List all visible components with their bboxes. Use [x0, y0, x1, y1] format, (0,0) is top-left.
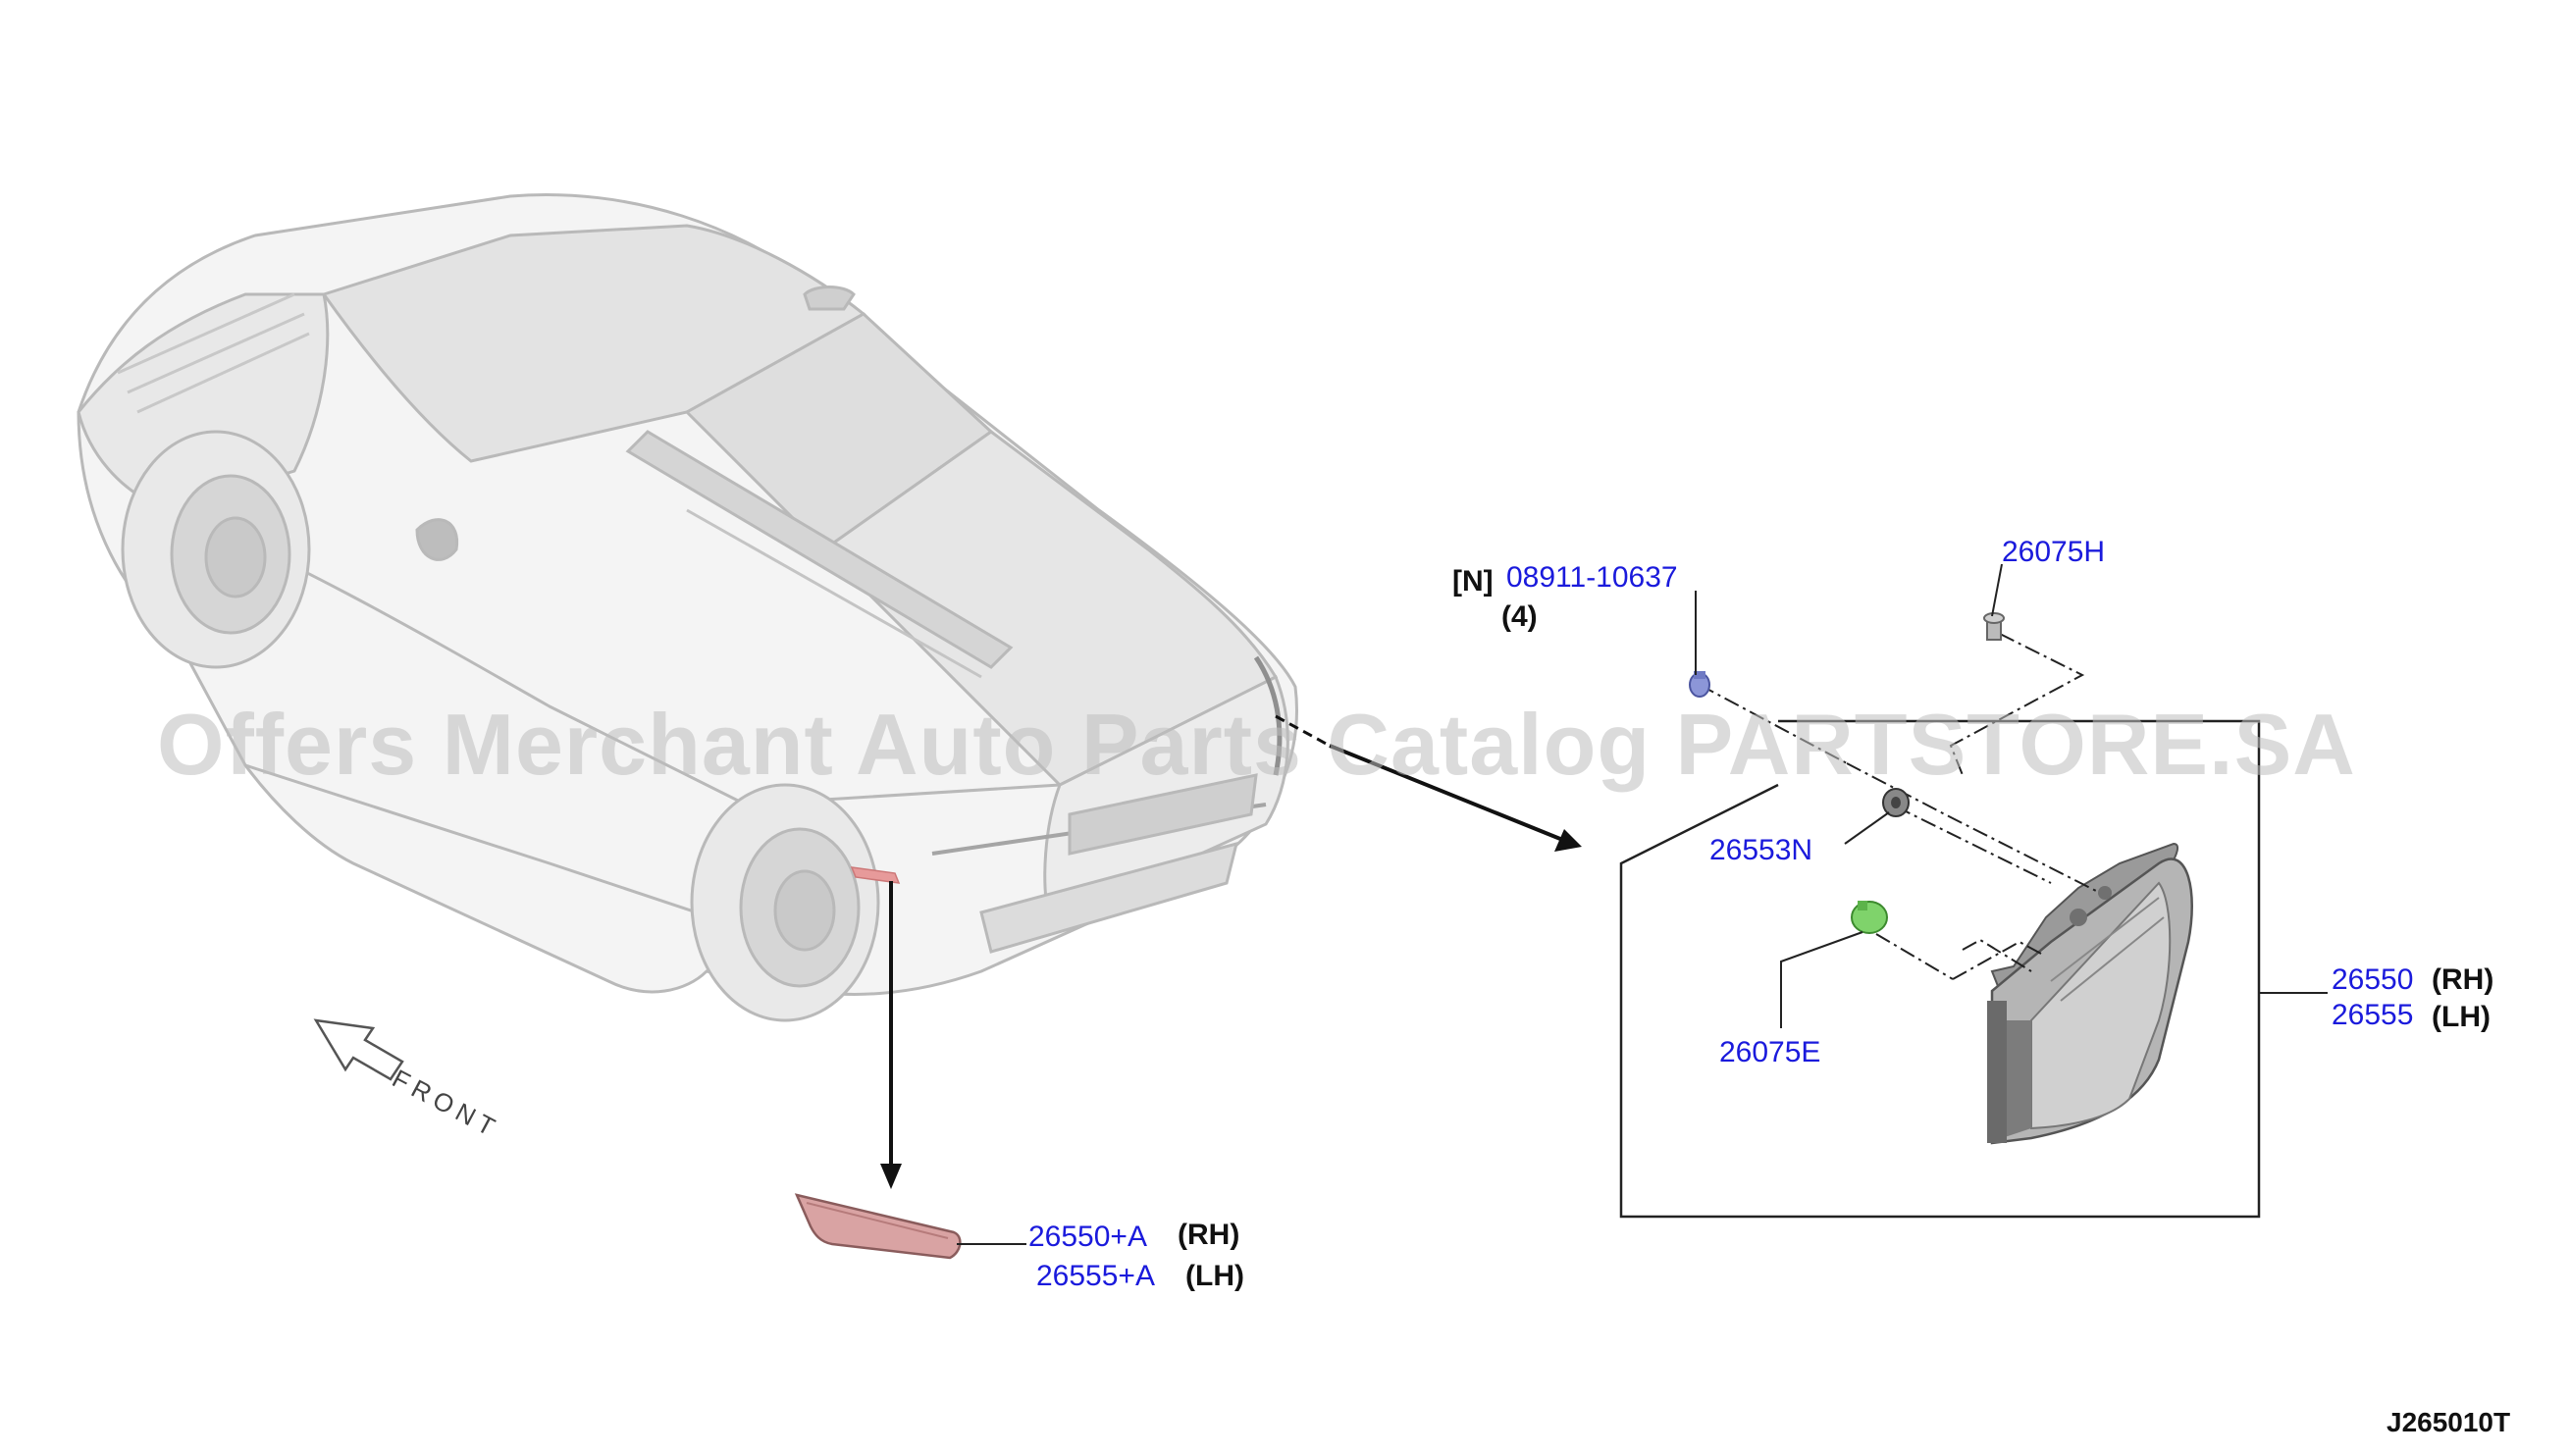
- car-illustration: [77, 192, 1298, 1022]
- lamp-rh-part-number[interactable]: 26550: [2332, 963, 2414, 996]
- screw-bottom-leader-line: [1780, 931, 1863, 1028]
- detail-frame: [1619, 719, 2261, 1219]
- lamp-lh-part-number[interactable]: 26555: [2332, 999, 2414, 1031]
- clip-quantity: (4): [1501, 600, 1538, 633]
- screw-bottom-part-number[interactable]: 26075E: [1719, 1036, 1821, 1068]
- clip-note-prefix: [N]: [1452, 565, 1494, 598]
- diagram-code: J265010T: [2386, 1407, 2511, 1437]
- screw-top-part[interactable]: [1983, 612, 2005, 641]
- reflector-location-marker: [850, 866, 901, 884]
- lamp-rh-side: (RH): [2432, 963, 2494, 996]
- watermark-text: Offers Merchant Auto Parts Catalog PARTS…: [157, 696, 2356, 793]
- front-direction-arrow: [313, 1018, 404, 1081]
- reflector-rh-part-number[interactable]: 26550+A: [1028, 1221, 1147, 1253]
- grommet-leader-line: [1844, 811, 1890, 845]
- rear-combination-lamp[interactable]: [1987, 842, 2193, 1145]
- reflector-lh-part-number[interactable]: 26555+A: [1036, 1260, 1155, 1292]
- grommet-part-number[interactable]: 26553N: [1709, 834, 1813, 866]
- screw-bottom-part[interactable]: [1851, 901, 1888, 934]
- screw-top-part-number[interactable]: 26075H: [2002, 536, 2106, 568]
- reflector-pointer-arrow: [880, 881, 902, 1189]
- lamp-lh-side: (LH): [2432, 1001, 2491, 1033]
- clip-part[interactable]: [1689, 671, 1710, 698]
- lamp-pointer-arrow: [1275, 714, 1582, 852]
- screw-top-leader-line: [1991, 563, 2003, 617]
- reflector-rh-side: (RH): [1178, 1219, 1240, 1251]
- clip-part-number[interactable]: 08911-10637: [1506, 561, 1678, 594]
- assembly-lines: [1699, 633, 2101, 980]
- grommet-part[interactable]: [1882, 788, 1910, 817]
- side-reflector-part[interactable]: [794, 1193, 962, 1260]
- reflector-lh-side: (LH): [1185, 1260, 1244, 1292]
